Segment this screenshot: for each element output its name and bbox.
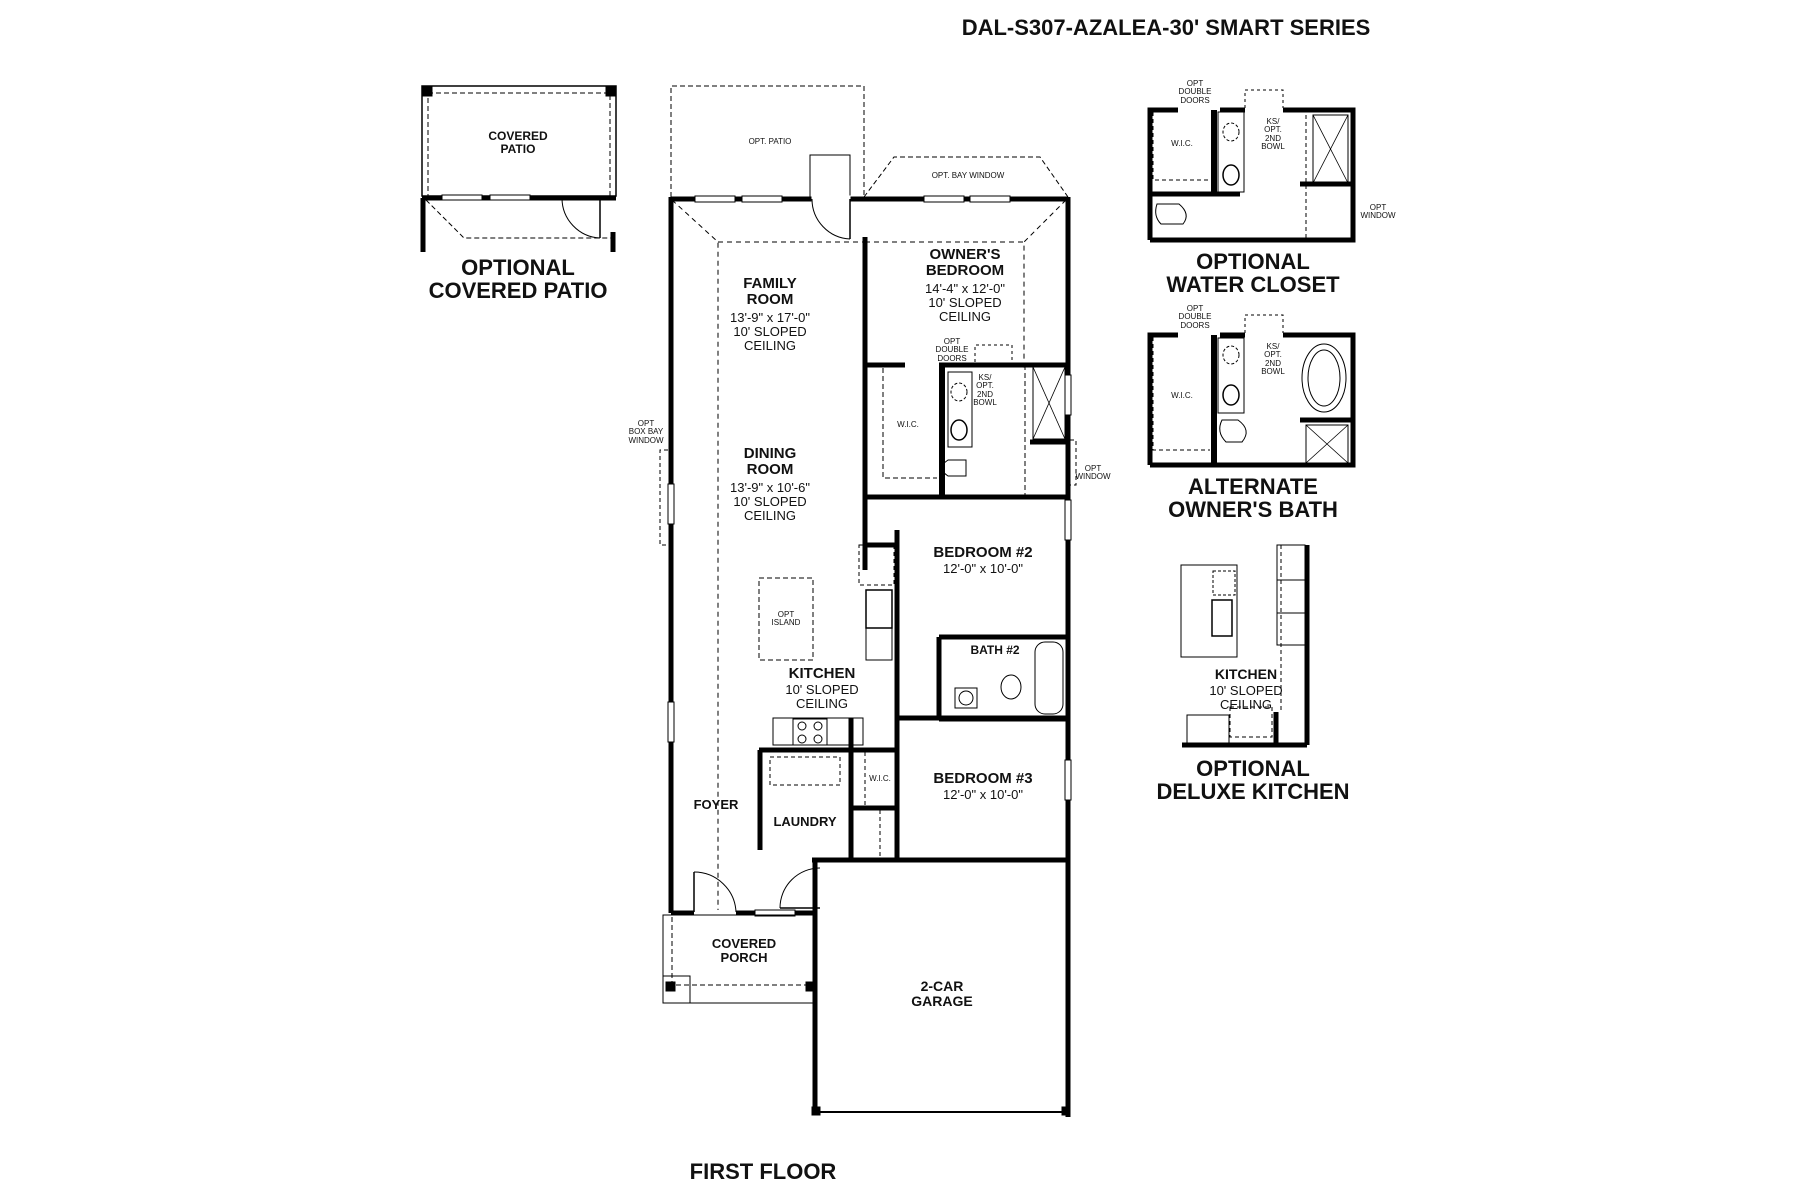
room-dims: 14'-4" x 12'-0" bbox=[925, 281, 1005, 296]
room-dims: 12'-0" x 10'-0" bbox=[943, 787, 1023, 802]
opt-patio-label: OPT. PATIO bbox=[748, 137, 792, 146]
room-laundry: LAUNDRY bbox=[773, 814, 837, 829]
wc-ks-label: KS/ OPT. 2ND BOWL bbox=[1261, 117, 1285, 152]
owner-wic-label: W.I.C. bbox=[897, 420, 919, 429]
room-dims: 13'-9" x 17'-0" bbox=[730, 310, 810, 325]
first-floor-label: FIRST FLOOR bbox=[689, 1159, 837, 1184]
optional-covered-patio-caption: OPTIONAL COVERED PATIO bbox=[428, 255, 608, 304]
inset-covered-patio-drawing bbox=[420, 85, 617, 252]
opt-box-bay-window-label: OPT BOX BAY WINDOW bbox=[628, 419, 664, 445]
room-name: OWNER'S BEDROOM bbox=[925, 246, 1005, 279]
plan-title: DAL-S307-AZALEA-30' SMART SERIES bbox=[961, 15, 1371, 40]
room-name: BEDROOM #2 bbox=[933, 544, 1033, 561]
room-ceiling: 10' SLOPED CEILING bbox=[785, 682, 859, 711]
alt-wic-label: W.I.C. bbox=[1171, 391, 1193, 400]
wc-wic-label: W.I.C. bbox=[1171, 139, 1193, 148]
room-foyer: FOYER bbox=[693, 797, 739, 812]
room-name: FAMILY ROOM bbox=[743, 275, 797, 308]
room-name: KITCHEN bbox=[1214, 666, 1278, 682]
room-ceiling: 10' SLOPED CEILING bbox=[928, 295, 1002, 324]
room-dims: 13'-9" x 10'-6" bbox=[730, 480, 810, 495]
room-ceiling: 10' SLOPED CEILING bbox=[1209, 683, 1283, 712]
ks-opt-2nd-bowl-label: KS/ OPT. 2ND BOWL bbox=[973, 373, 997, 408]
main-house-drawing bbox=[659, 85, 1077, 1117]
opt-window-label: OPT WINDOW bbox=[1075, 464, 1111, 482]
room-dims: 12'-0" x 10'-0" bbox=[943, 561, 1023, 576]
opt-bay-window-label: OPT. BAY WINDOW bbox=[931, 171, 1005, 180]
alt-opt-double-doors-label: OPT DOUBLE DOORS bbox=[1178, 304, 1212, 330]
room-name: DINING ROOM bbox=[743, 445, 797, 478]
room-covered-porch: COVERED PORCH bbox=[711, 936, 777, 965]
wc-opt-window-label: OPT WINDOW bbox=[1360, 203, 1396, 221]
alt-ks-label: KS/ OPT. 2ND BOWL bbox=[1261, 342, 1285, 377]
room-ceiling: 10' SLOPED CEILING bbox=[733, 494, 807, 523]
room-bath-2: BATH #2 bbox=[970, 643, 1020, 657]
optional-deluxe-kitchen-caption: OPTIONAL DELUXE KITCHEN bbox=[1156, 756, 1350, 805]
covered-patio-label: COVERED PATIO bbox=[488, 129, 548, 156]
opt-double-doors-label: OPT DOUBLE DOORS bbox=[935, 337, 969, 363]
bed3-wic-label: W.I.C. bbox=[869, 774, 891, 783]
inset-alt-bath-drawing bbox=[1147, 314, 1356, 468]
inset-deluxe-kitchen-drawing bbox=[1180, 544, 1310, 748]
room-name: KITCHEN bbox=[788, 665, 856, 682]
alternate-owners-bath-caption: ALTERNATE OWNER'S BATH bbox=[1168, 474, 1338, 523]
optional-water-closet-caption: OPTIONAL WATER CLOSET bbox=[1166, 249, 1340, 298]
wc-opt-double-doors-label: OPT DOUBLE DOORS bbox=[1178, 79, 1212, 105]
inset-water-closet-drawing bbox=[1147, 89, 1356, 243]
room-name: BEDROOM #3 bbox=[933, 770, 1033, 787]
opt-island-label: OPT ISLAND bbox=[771, 610, 801, 628]
room-ceiling: 10' SLOPED CEILING bbox=[733, 324, 807, 353]
room-2-car-garage: 2-CAR GARAGE bbox=[911, 978, 973, 1009]
